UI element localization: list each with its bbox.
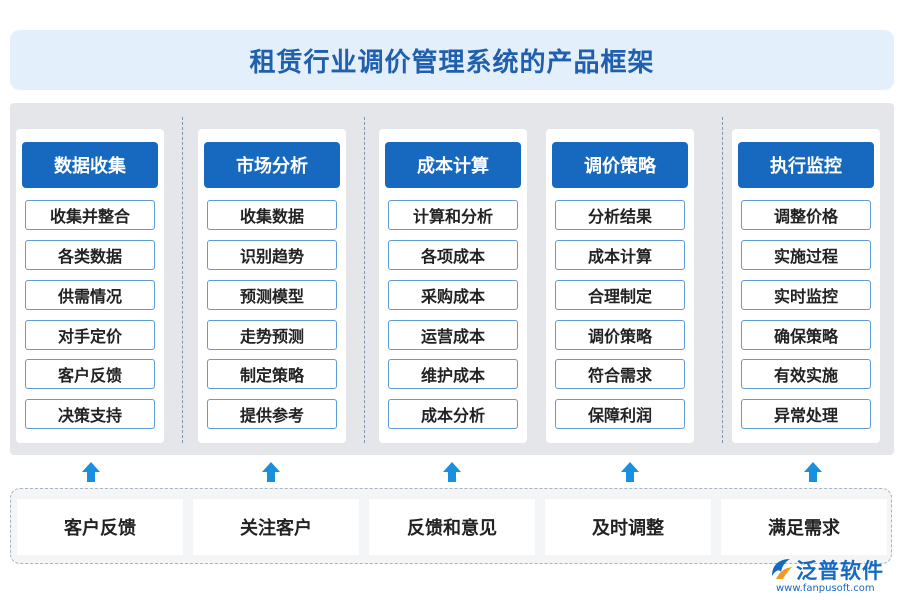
column-item: 采购成本	[388, 280, 518, 310]
column-data-collection: 数据收集 收集并整合 各类数据 供需情况 对手定价 客户反馈 决策支持	[16, 129, 164, 443]
column-item: 供需情况	[25, 280, 155, 310]
page-title: 租赁行业调价管理系统的产品框架	[249, 47, 655, 78]
column-header: 数据收集	[22, 142, 158, 188]
up-arrow-icon	[621, 462, 639, 482]
feedback-box: 满足需求	[721, 499, 887, 555]
column-item: 实施过程	[741, 240, 871, 270]
feedback-box: 客户反馈	[17, 499, 183, 555]
brand-logo-icon	[772, 559, 792, 579]
column-header: 成本计算	[385, 142, 521, 188]
column-item: 调整价格	[741, 200, 871, 230]
column-item: 决策支持	[25, 399, 155, 429]
column-divider	[182, 117, 183, 443]
column-item: 实时监控	[741, 280, 871, 310]
column-item: 预测模型	[207, 280, 337, 310]
feedback-box: 反馈和意见	[369, 499, 535, 555]
framework-panel: 数据收集 收集并整合 各类数据 供需情况 对手定价 客户反馈 决策支持 市场分析…	[10, 103, 894, 455]
up-arrow-icon	[82, 462, 100, 482]
column-item: 走势预测	[207, 320, 337, 350]
column-item: 运营成本	[388, 320, 518, 350]
feedback-bar: 客户反馈 关注客户 反馈和意见 及时调整 满足需求	[10, 488, 892, 564]
column-item: 制定策略	[207, 359, 337, 389]
feedback-box: 关注客户	[193, 499, 359, 555]
title-bar: 租赁行业调价管理系统的产品框架	[10, 30, 894, 90]
column-market-analysis: 市场分析 收集数据 识别趋势 预测模型 走势预测 制定策略 提供参考	[198, 129, 346, 443]
column-header: 调价策略	[552, 142, 688, 188]
brand-url: www.fanpusoft.com	[776, 583, 875, 594]
feedback-box: 及时调整	[545, 499, 711, 555]
column-item: 各项成本	[388, 240, 518, 270]
column-divider	[722, 117, 723, 443]
brand-name: 泛普软件	[796, 559, 884, 583]
column-item: 合理制定	[555, 280, 685, 310]
column-item: 收集并整合	[25, 200, 155, 230]
column-item: 成本分析	[388, 399, 518, 429]
column-item: 成本计算	[555, 240, 685, 270]
column-item: 异常处理	[741, 399, 871, 429]
column-item: 客户反馈	[25, 359, 155, 389]
column-item: 分析结果	[555, 200, 685, 230]
column-item: 确保策略	[741, 320, 871, 350]
column-item: 提供参考	[207, 399, 337, 429]
column-item: 符合需求	[555, 359, 685, 389]
column-header: 市场分析	[204, 142, 340, 188]
column-cost-calculation: 成本计算 计算和分析 各项成本 采购成本 运营成本 维护成本 成本分析	[379, 129, 527, 443]
column-item: 计算和分析	[388, 200, 518, 230]
column-divider	[364, 117, 365, 443]
column-item: 有效实施	[741, 359, 871, 389]
column-item: 维护成本	[388, 359, 518, 389]
up-arrow-icon	[443, 462, 461, 482]
column-item: 识别趋势	[207, 240, 337, 270]
column-item: 对手定价	[25, 320, 155, 350]
column-item: 保障利润	[555, 399, 685, 429]
column-item: 调价策略	[555, 320, 685, 350]
column-header: 执行监控	[738, 142, 874, 188]
brand-logo: 泛普软件 www.fanpusoft.com	[768, 554, 898, 596]
up-arrow-icon	[262, 462, 280, 482]
column-item: 收集数据	[207, 200, 337, 230]
column-execution-monitoring: 执行监控 调整价格 实施过程 实时监控 确保策略 有效实施 异常处理	[732, 129, 880, 443]
up-arrow-icon	[804, 462, 822, 482]
column-item: 各类数据	[25, 240, 155, 270]
column-pricing-strategy: 调价策略 分析结果 成本计算 合理制定 调价策略 符合需求 保障利润	[546, 129, 694, 443]
